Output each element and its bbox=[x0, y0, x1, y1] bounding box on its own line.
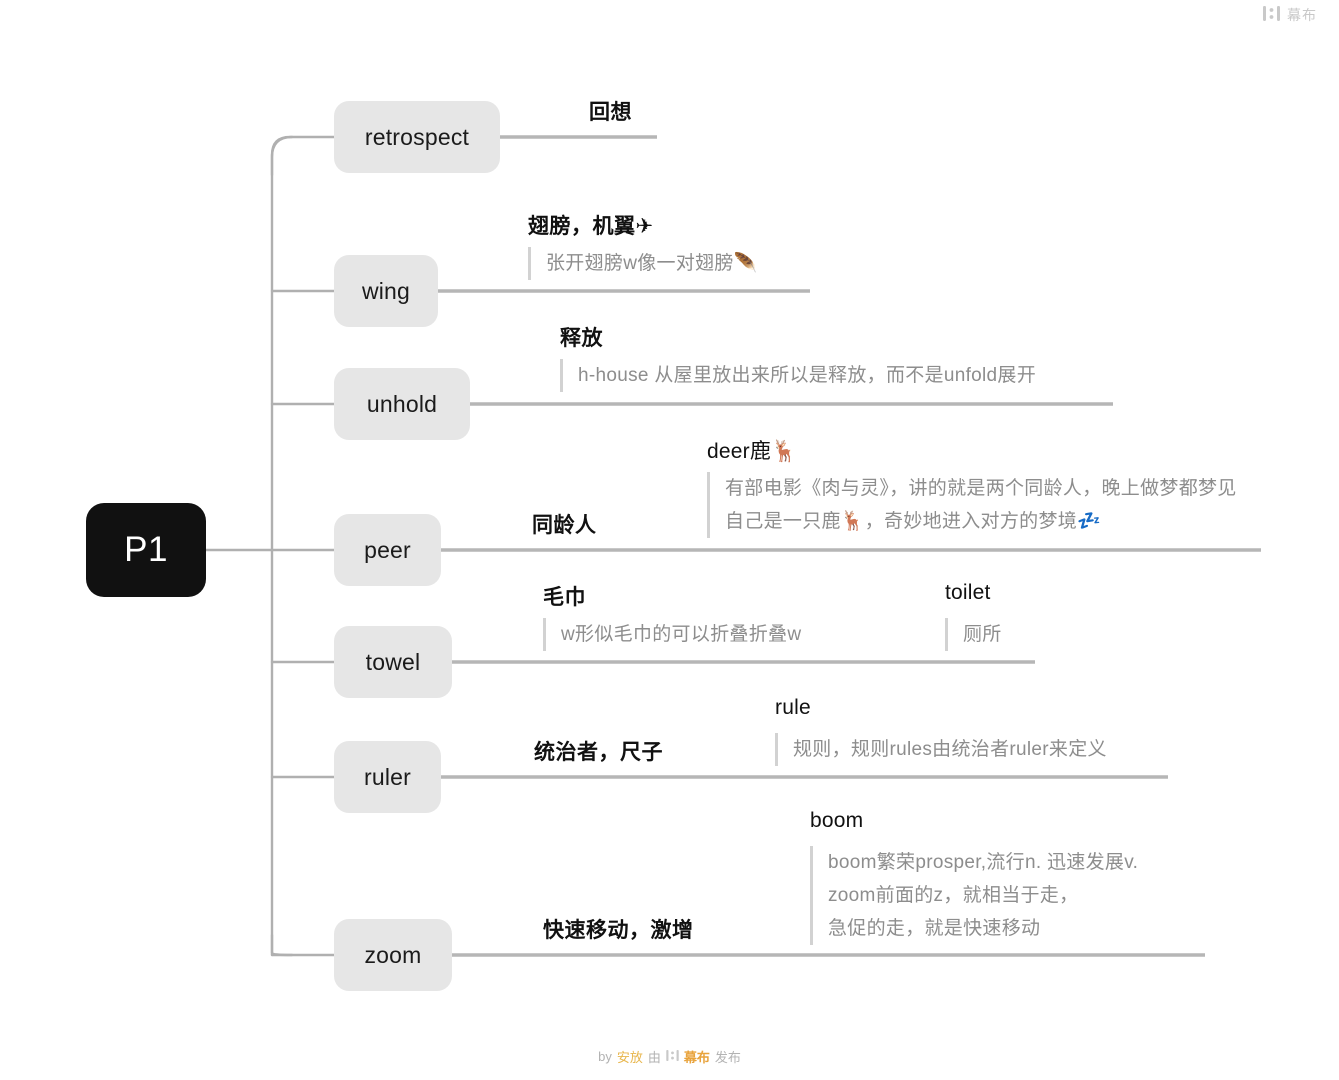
label-towel-cn: 毛巾 bbox=[543, 586, 586, 609]
footer-brand: 幕布 bbox=[683, 1050, 710, 1065]
note-wing: 张开翅膀w像一对翅膀🪶 bbox=[528, 247, 758, 280]
note-towel: w形似毛巾的可以折叠折叠w bbox=[543, 618, 801, 651]
watermark-brand: 幕布 bbox=[1287, 6, 1317, 23]
node-label: zoom bbox=[364, 941, 422, 968]
label-zoom-cn: 快速移动，激增 bbox=[543, 919, 694, 942]
node-label: ruler bbox=[363, 763, 411, 790]
footer-mid: 由 bbox=[647, 1050, 661, 1065]
node-label: wing bbox=[361, 277, 411, 304]
footer-credit: by 安放 由 幕布 发布 bbox=[0, 1047, 1339, 1066]
node-label: unhold bbox=[366, 390, 438, 417]
node-zoom[interactable]: zoom bbox=[334, 919, 452, 991]
node-label: peer bbox=[364, 536, 411, 563]
note-towel-toilet: 厕所 bbox=[945, 618, 1002, 651]
node-retrospect[interactable]: retrospect bbox=[334, 101, 500, 173]
node-peer[interactable]: peer bbox=[334, 514, 441, 586]
note-ruler: 规则，规则rules由统治者ruler来定义 bbox=[775, 733, 1107, 766]
node-unhold[interactable]: unhold bbox=[334, 368, 470, 440]
head-zoom-en: boom bbox=[810, 809, 864, 832]
head-towel-toilet: toilet bbox=[945, 581, 991, 604]
mubu-logo-icon bbox=[666, 1049, 679, 1064]
root-node-label: P1 bbox=[124, 530, 168, 569]
node-wing[interactable]: wing bbox=[334, 255, 438, 327]
node-towel[interactable]: towel bbox=[334, 626, 452, 698]
label-ruler-cn: 统治者，尺子 bbox=[534, 741, 663, 764]
label-wing-cn: 翅膀，机翼✈ bbox=[528, 215, 654, 238]
footer-by: by bbox=[598, 1049, 612, 1064]
label-unhold-cn: 释放 bbox=[560, 327, 603, 350]
node-label: towel bbox=[365, 648, 421, 675]
label-retrospect-cn: 回想 bbox=[589, 101, 632, 124]
note-unhold: h-house 从屋里放出来所以是释放，而不是unfold展开 bbox=[560, 359, 1036, 392]
head-ruler-en: rule bbox=[775, 696, 811, 719]
root-node[interactable]: P1 bbox=[86, 503, 206, 597]
mubu-watermark: 幕布 bbox=[1263, 6, 1317, 23]
label-peer-cn: 同龄人 bbox=[532, 514, 597, 537]
head-peer-en: deer鹿🦌 bbox=[707, 440, 798, 463]
note-zoom: boom繁荣prosper,流行n. 迅速发展v. zoom前面的z，就相当于走… bbox=[810, 846, 1228, 945]
footer-author: 安放 bbox=[616, 1050, 643, 1065]
footer-published: 发布 bbox=[714, 1050, 741, 1065]
mubu-logo-icon bbox=[1263, 6, 1280, 23]
node-ruler[interactable]: ruler bbox=[334, 741, 441, 813]
note-peer: 有部电影《肉与灵》，讲的就是两个同龄人，晚上做梦都梦见自己是一只鹿🦌，奇妙地进入… bbox=[707, 472, 1255, 538]
node-label: retrospect bbox=[364, 123, 470, 150]
